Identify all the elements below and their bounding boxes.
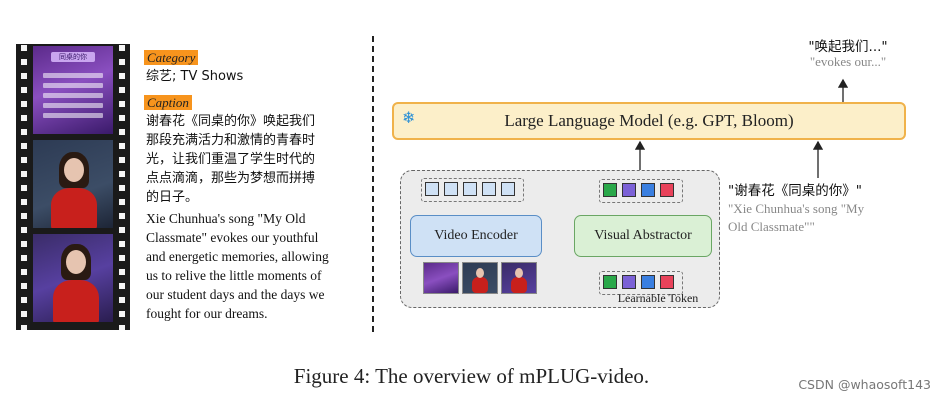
- thumbnail-frame-3: [501, 262, 537, 294]
- visual-token: [641, 183, 655, 197]
- visual-token: [660, 183, 674, 197]
- llm-label: Large Language Model (e.g. GPT, Bloom): [504, 111, 794, 130]
- caption-cn-line: 点点滴滴，那些为梦想而拼搏: [146, 171, 316, 186]
- video-film-strip: 同桌的你: [16, 44, 130, 330]
- caption-cn-line: 那段充满活力和激情的青春时: [146, 133, 316, 148]
- video-frame-1: 同桌的你: [33, 46, 113, 134]
- learnable-token: [622, 275, 636, 289]
- video-feature-tokens: [421, 178, 524, 202]
- input-en-line: Old Classmate"": [728, 219, 815, 234]
- singer-dress: [51, 188, 97, 228]
- learnable-token: [641, 275, 655, 289]
- caption-tag: Caption: [144, 95, 192, 110]
- caption-cn-line: 光，让我们重温了学生时代的: [146, 152, 316, 167]
- visual-token: [603, 183, 617, 197]
- section-divider: [372, 36, 374, 332]
- category-value: 综艺; TV Shows: [146, 69, 244, 84]
- caption-cn-line: 谢春花《同桌的你》唤起我们: [146, 114, 316, 129]
- feature-token: [463, 182, 477, 196]
- singer-face: [66, 250, 86, 274]
- llm-box: [392, 102, 906, 140]
- thumb-face: [476, 268, 484, 278]
- frame-credit-rows: [43, 68, 103, 123]
- feature-token: [501, 182, 515, 196]
- watermark: CSDN @whaosoft143: [798, 377, 931, 392]
- caption-en-line: fought for our dreams.: [146, 306, 268, 321]
- caption-en-line: our student days and the days we: [146, 287, 325, 302]
- thumb-dress: [472, 277, 488, 293]
- learnable-tokens: [599, 271, 683, 295]
- figure-caption: Figure 4: The overview of mPLUG-video.: [293, 364, 650, 388]
- caption-section: Caption: [144, 94, 192, 112]
- output-text-chinese: "唤起我们...": [808, 39, 888, 55]
- frame-title-card: 同桌的你: [51, 52, 95, 62]
- film-perforations-right: [116, 44, 128, 330]
- learnable-token: [603, 275, 617, 289]
- singer-face: [64, 158, 84, 182]
- caption-en-line: and energetic memories, allowing: [146, 249, 329, 264]
- video-frame-2: [33, 140, 113, 228]
- singer-dress: [53, 280, 99, 322]
- thumbnail-frame-2: [462, 262, 498, 294]
- input-en-line: "Xie Chunhua's song "My: [728, 201, 865, 216]
- learnable-token: [660, 275, 674, 289]
- snowflake-icon: ❄: [402, 108, 416, 127]
- feature-token: [482, 182, 496, 196]
- visual-token: [622, 183, 636, 197]
- feature-token: [444, 182, 458, 196]
- video-encoder-box: Video Encoder: [410, 215, 542, 257]
- thumb-dress: [511, 277, 527, 293]
- feature-token: [425, 182, 439, 196]
- visual-output-tokens: [599, 179, 683, 203]
- category-tag: Category: [144, 50, 199, 65]
- learnable-token-label: Learnable Token: [617, 291, 699, 305]
- input-text-english: "Xie Chunhua's song "My Old Classmate"": [728, 200, 908, 236]
- caption-chinese: 谢春花《同桌的你》唤起我们 那段充满活力和激情的青春时 光，让我们重温了学生时代…: [146, 112, 371, 207]
- caption-english: Xie Chunhua's song "My Old Classmate" ev…: [146, 209, 371, 323]
- category-section: Category: [144, 49, 199, 67]
- caption-en-line: Classmate" evokes our youthful: [146, 230, 319, 245]
- visual-abstractor-box: Visual Abstractor: [574, 215, 712, 257]
- film-perforations-left: [18, 44, 30, 330]
- thumb-face: [515, 268, 523, 278]
- caption-en-line: Xie Chunhua's song "My Old: [146, 211, 306, 226]
- output-text-english: "evokes our...": [809, 54, 887, 69]
- caption-cn-line: 的日子。: [146, 190, 199, 205]
- input-text-chinese: "谢春花《同桌的你》": [728, 183, 862, 199]
- thumbnail-frame-1: [423, 262, 459, 294]
- video-frame-3: [33, 234, 113, 322]
- caption-en-line: us to relive the little moments of: [146, 268, 322, 283]
